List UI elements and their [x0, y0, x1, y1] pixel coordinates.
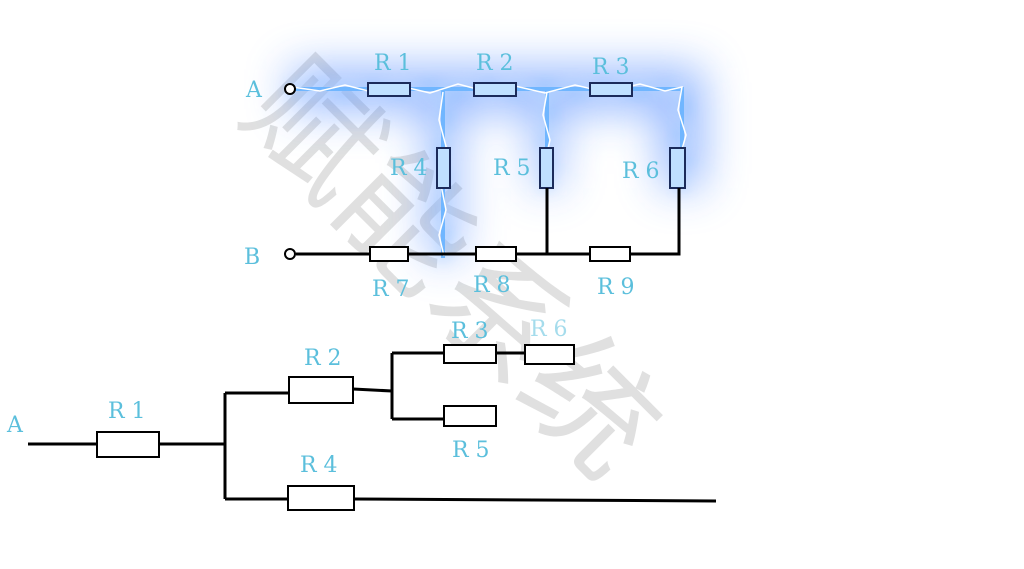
- bottom-resistor-r3: [443, 344, 497, 364]
- resistor-r8: [475, 246, 517, 262]
- bottom-r6-label: R 6: [530, 317, 568, 342]
- r1-label: R 1: [374, 51, 412, 76]
- terminal-b-node: [284, 248, 296, 260]
- bottom-r1-label: R 1: [108, 399, 146, 424]
- bottom-resistor-r1: [96, 431, 160, 458]
- bottom-r5-label: R 5: [452, 438, 490, 463]
- resistor-r5: [539, 147, 554, 189]
- bottom-r3-label: R 3: [451, 319, 489, 344]
- r5-label: R 5: [493, 156, 531, 181]
- bottom-r4-label: R 4: [300, 453, 338, 478]
- bottom-resistors: [96, 344, 575, 511]
- r2-label: R 2: [476, 51, 514, 76]
- bottom-circuit: A R 1 R 2 R 3 R 6 R 5 R 4: [6, 317, 717, 511]
- bottom-terminal-a-label: A: [6, 413, 24, 438]
- r4-label: R 4: [390, 156, 428, 181]
- terminal-b-label: B: [244, 245, 260, 270]
- top-labels: A B R 1 R 2 R 3 R 4 R 5 R 6 R 7 R 8 R 9: [244, 51, 660, 302]
- resistor-r4: [436, 147, 451, 189]
- bottom-resistor-r2: [288, 376, 354, 404]
- r7-label: R 7: [372, 277, 410, 302]
- top-circuit: A B R 1 R 2 R 3 R 4 R 5 R 6 R 7 R 8 R 9: [244, 51, 703, 302]
- r9-label: R 9: [597, 275, 635, 300]
- terminal-a-label: A: [245, 78, 263, 103]
- bottom-resistor-r5: [443, 405, 497, 427]
- r6-label: R 6: [622, 159, 660, 184]
- r3-label: R 3: [592, 55, 630, 80]
- bottom-wires: [28, 351, 717, 503]
- bottom-r2-label: R 2: [304, 346, 342, 371]
- resistor-r3: [589, 82, 633, 97]
- bottom-resistor-r4: [287, 485, 355, 511]
- resistor-r6: [669, 147, 686, 189]
- resistor-r9: [589, 246, 631, 262]
- bottom-resistor-r6: [524, 344, 575, 365]
- bottom-labels: A R 1 R 2 R 3 R 6 R 5 R 4: [6, 317, 568, 478]
- top-black-wires: [296, 188, 681, 262]
- resistor-r1: [367, 82, 411, 97]
- top-glow-resistors: [367, 82, 686, 189]
- r8-label: R 8: [473, 273, 511, 298]
- resistor-r2: [473, 82, 517, 97]
- terminal-a-node: [284, 83, 296, 95]
- resistor-r7: [369, 246, 409, 262]
